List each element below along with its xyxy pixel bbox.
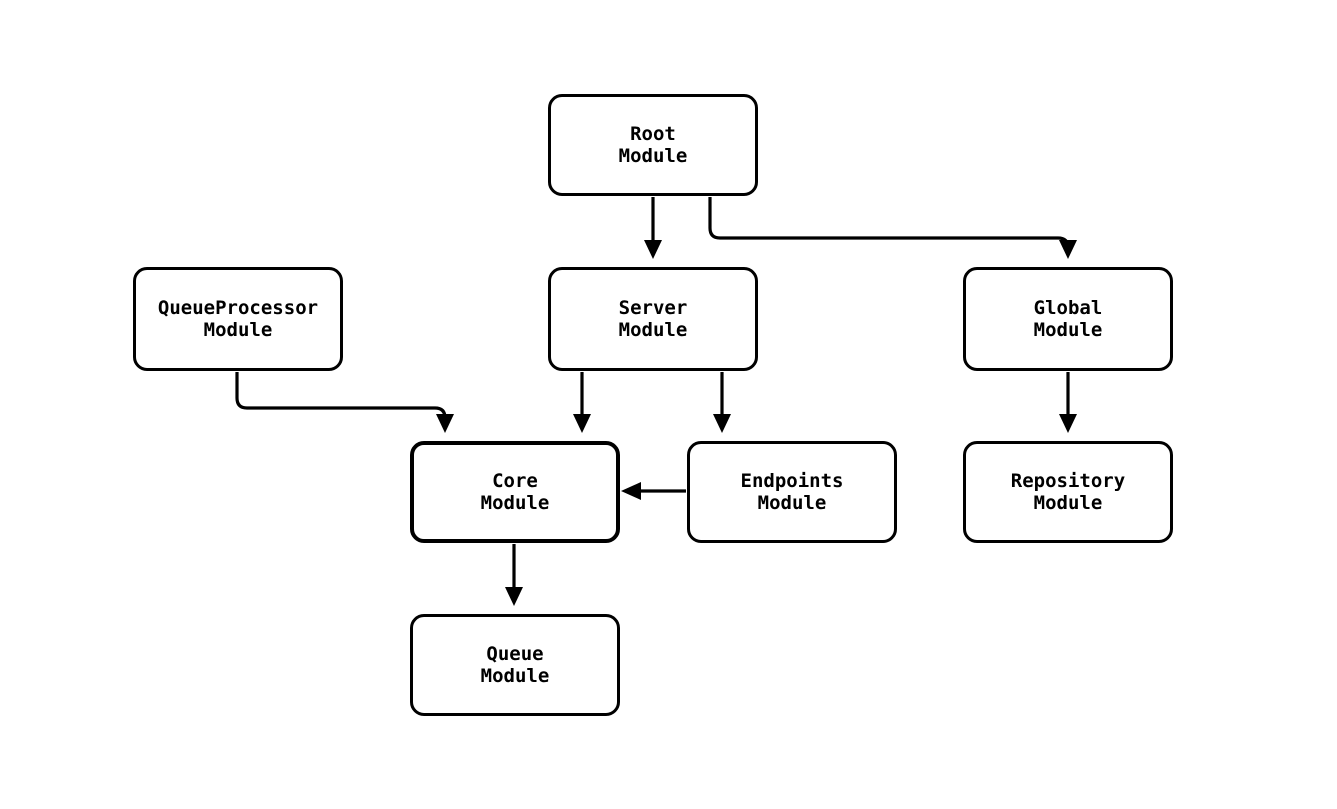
edge-root-to-global: [708, 197, 1077, 259]
node-server-module[interactable]: Server Module: [548, 267, 758, 371]
node-global-module[interactable]: Global Module: [963, 267, 1173, 371]
node-label-server-module: Server Module: [618, 297, 688, 341]
node-label-queue-module: Queue Module: [480, 643, 550, 687]
node-label-endpoints-module: Endpoints Module: [740, 470, 844, 514]
node-label-global-module: Global Module: [1033, 297, 1103, 341]
node-label-queueprocessor-module: QueueProcessor Module: [157, 297, 319, 341]
edge-endpoints-to-core: [621, 482, 686, 500]
node-root-module[interactable]: Root Module: [548, 94, 758, 196]
node-core-module[interactable]: Core Module: [410, 441, 620, 543]
edge-queueprocessor-to-core: [235, 372, 454, 433]
node-endpoints-module[interactable]: Endpoints Module: [687, 441, 897, 543]
node-repository-module[interactable]: Repository Module: [963, 441, 1173, 543]
node-label-root-module: Root Module: [618, 123, 688, 167]
edge-server-to-endpoints: [713, 372, 731, 433]
node-label-core-module: Core Module: [480, 470, 550, 514]
edge-core-to-queue: [505, 544, 523, 606]
node-label-repository-module: Repository Module: [1010, 470, 1126, 514]
node-queue-module[interactable]: Queue Module: [410, 614, 620, 716]
edge-server-to-core: [573, 372, 591, 433]
edge-global-to-repository: [1059, 372, 1077, 433]
edge-root-to-server: [644, 197, 662, 259]
node-queueprocessor-module[interactable]: QueueProcessor Module: [133, 267, 343, 371]
